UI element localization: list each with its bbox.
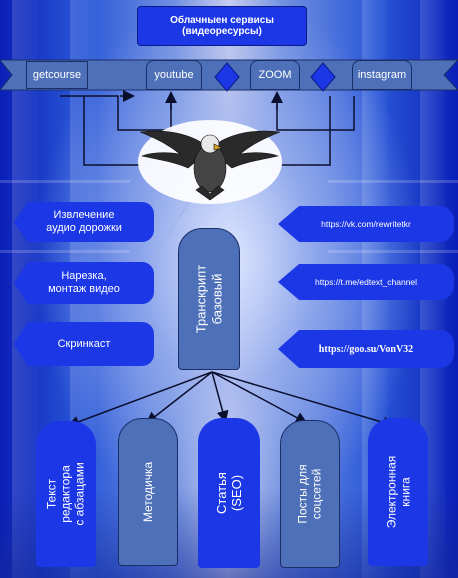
diagram-title: Облачныен сервисы (видеоресурсы) [137,6,307,46]
output-ebook: Электронная книга [368,418,428,566]
output-manual: Методичка [118,418,178,566]
output-arrows [67,371,395,429]
bg-shelf [328,180,458,183]
output-posts: Посты для соцсетей [280,420,340,568]
connector-line [282,96,331,166]
left-item-screencast: Скринкаст [14,322,154,366]
left-item-editing: Нарезка, монтаж видео [14,262,154,304]
diamond-icon [310,62,336,92]
link-vk[interactable]: https://vk.com/rewritetkr [278,206,454,242]
connector-line [83,96,140,166]
service-instagram: instagram [352,60,412,90]
output-posts-label: Посты для соцсетей [296,464,325,524]
left-item-audio: Извлечение аудио дорожки [14,202,154,242]
connector-line [276,96,355,131]
center-transcript-label: Транскрипт базовый [193,264,224,334]
output-ebook-label: Электронная книга [384,455,412,529]
center-transcript: Транскрипт базовый [178,228,240,370]
service-getcourse: getcourse [26,61,88,89]
bg-shelf [0,250,130,253]
output-editor-text-label: Текст редактора с абзацами [45,462,88,526]
diamond-icon [214,62,240,92]
output-editor-text: Текст редактора с абзацами [36,421,96,567]
eagle-icon [139,130,281,201]
service-youtube: youtube [146,60,202,90]
output-manual-label: Методичка [141,461,156,523]
output-article-label: Статья (SEO) [213,472,244,514]
output-article: Статья (SEO) [198,418,260,568]
link-telegram[interactable]: https://t.me/edtext_channel [278,264,454,300]
bg-shelf [328,250,458,253]
connector-line [152,199,191,261]
link-goo[interactable]: https://goo.su/VonV32 [278,330,454,368]
bg-shelf [0,180,130,183]
connector-line [60,95,172,131]
service-zoom: ZOOM [250,60,300,90]
